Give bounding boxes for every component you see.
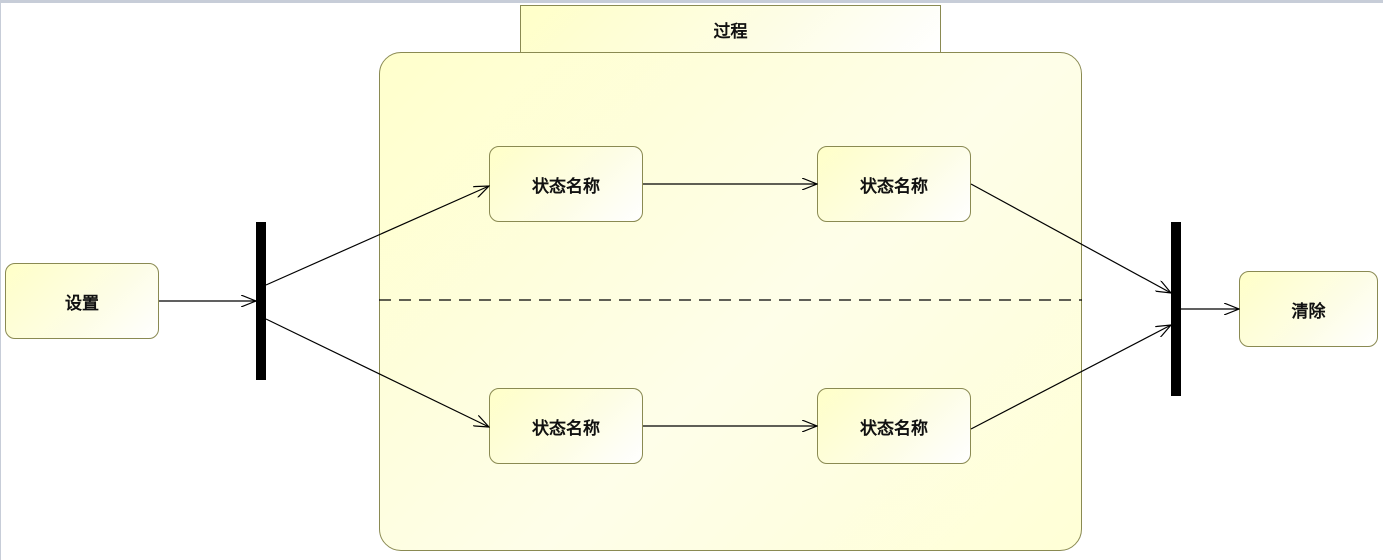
state-cleanup-label: 清除 xyxy=(1291,301,1326,322)
state-upper-left[interactable]: 状态名称 xyxy=(489,146,643,222)
composite-title: 过程 xyxy=(713,22,748,42)
state-lower-right-label: 状态名称 xyxy=(860,418,928,439)
state-lower-left-label: 状态名称 xyxy=(532,418,600,439)
state-lower-left[interactable]: 状态名称 xyxy=(489,388,643,464)
state-lower-right[interactable]: 状态名称 xyxy=(817,388,971,464)
composite-state-process[interactable] xyxy=(379,52,1082,551)
join-bar[interactable] xyxy=(1171,222,1181,396)
state-setup[interactable]: 设置 xyxy=(5,263,159,339)
state-upper-left-label: 状态名称 xyxy=(532,176,600,197)
state-upper-right[interactable]: 状态名称 xyxy=(817,146,971,222)
state-setup-label: 设置 xyxy=(65,293,99,314)
fork-bar[interactable] xyxy=(256,222,266,380)
state-cleanup[interactable]: 清除 xyxy=(1239,271,1378,347)
composite-title-tab[interactable]: 过程 xyxy=(520,5,941,53)
state-upper-right-label: 状态名称 xyxy=(860,176,928,197)
